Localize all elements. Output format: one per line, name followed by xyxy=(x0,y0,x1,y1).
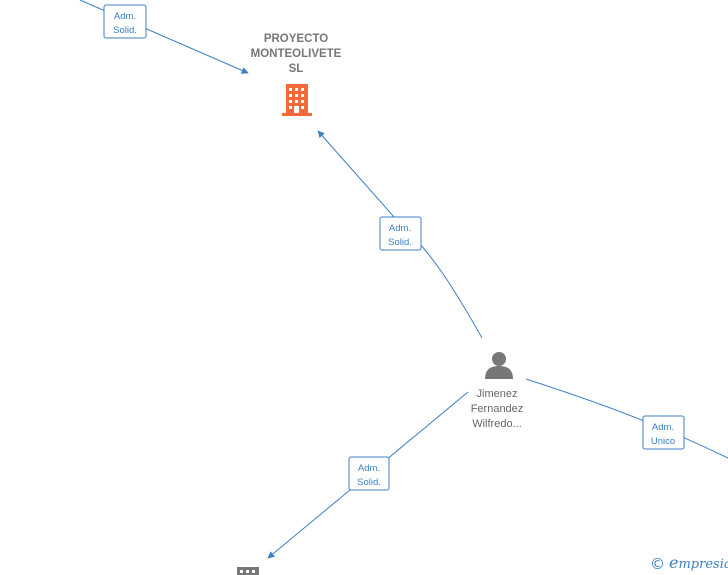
edge-label-line: Unico xyxy=(651,436,675,447)
edge-label-top-left[interactable]: Adm. Solid. xyxy=(103,4,147,39)
company-node[interactable]: PROYECTO MONTEOLIVETE SL xyxy=(251,33,342,116)
person-name-line: Fernandez xyxy=(471,403,524,415)
edge-label-person-to-bottom-company[interactable]: Adm. Solid. xyxy=(348,456,390,491)
person-name-line: Wilfredo... xyxy=(472,418,522,430)
person-icon xyxy=(485,352,513,379)
company-name-line: MONTEOLIVETE xyxy=(251,48,342,60)
brand-text: empresia xyxy=(669,553,728,572)
edge-label-line: Solid. xyxy=(388,237,412,248)
other-company-node[interactable] xyxy=(237,567,259,575)
edge-label-line: Adm. xyxy=(114,11,136,22)
company-name-line: PROYECTO xyxy=(264,33,328,45)
edges xyxy=(79,0,728,559)
person-node[interactable]: Jimenez Fernandez Wilfredo... xyxy=(471,352,524,430)
edge-label-line: Solid. xyxy=(357,477,381,488)
edge-label-line: Adm. xyxy=(389,223,411,234)
brand-rest: mpresia xyxy=(678,557,728,572)
company-name-line: SL xyxy=(289,63,304,75)
edge-label-person-to-company[interactable]: Adm. Solid. xyxy=(379,216,422,251)
edge-label-line: Adm. xyxy=(358,463,380,474)
person-name-line: Jimenez xyxy=(477,388,518,400)
edge-line-person-to-right[interactable] xyxy=(525,378,728,459)
copyright-symbol: © xyxy=(650,555,665,573)
edge-label-line: Solid. xyxy=(113,25,137,36)
edge-label-person-to-right[interactable]: Adm. Unico xyxy=(642,415,685,450)
building-icon xyxy=(282,84,312,116)
empresia-logo: © empresia xyxy=(650,553,728,573)
building-icon xyxy=(237,567,259,575)
brand-initial: e xyxy=(669,553,678,572)
edge-label-line: Adm. xyxy=(652,422,674,433)
